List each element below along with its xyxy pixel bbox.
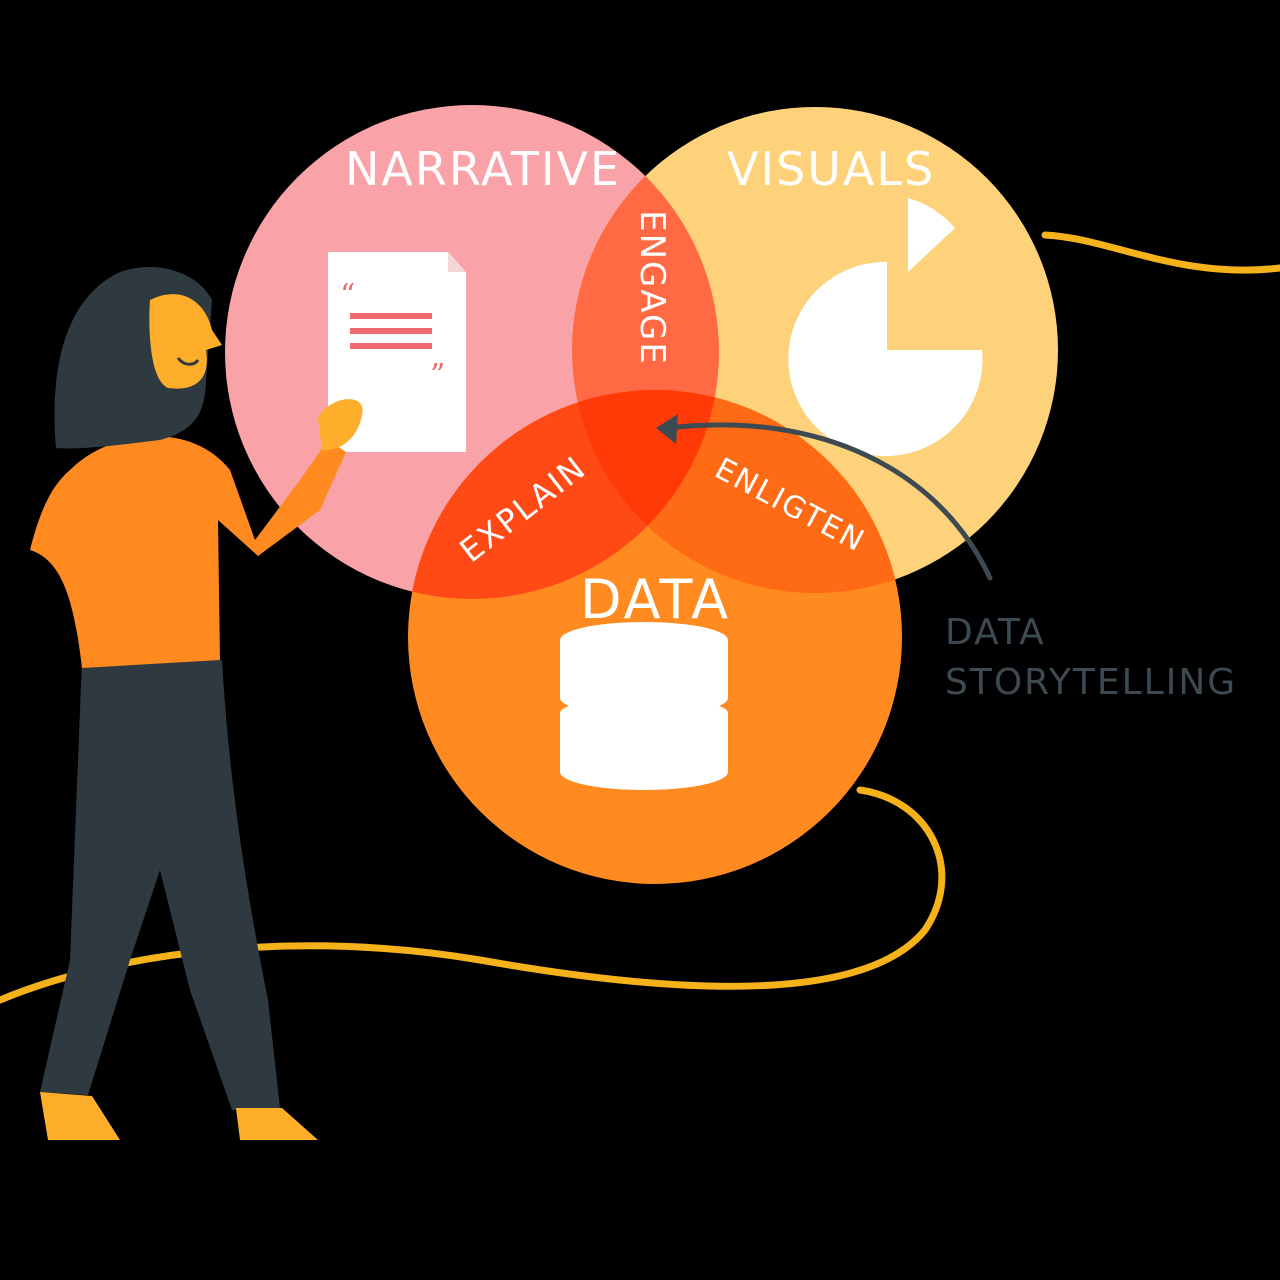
callout-line-2: STORYTELLING xyxy=(945,662,1238,703)
svg-text:“: “ xyxy=(340,278,355,313)
person-pants xyxy=(40,660,280,1110)
data-storytelling-callout: DATA STORYTELLING xyxy=(945,608,1237,708)
narrative-label: NARRATIVE xyxy=(345,142,622,196)
person-face xyxy=(149,294,222,389)
person-illustration xyxy=(30,266,363,1140)
person-hand xyxy=(318,399,363,451)
person-shoe-right xyxy=(236,1108,318,1140)
visuals-label: VISUALS xyxy=(727,142,936,196)
arrow-icon xyxy=(656,414,993,581)
data-label: DATA xyxy=(580,568,732,631)
person-shoe-left xyxy=(40,1092,120,1140)
enlighten-overlap xyxy=(572,390,902,593)
engage-label: ENGAGE xyxy=(632,210,672,366)
explain-overlap xyxy=(408,390,719,599)
person-shirt xyxy=(30,436,346,668)
rope-line-right xyxy=(1041,231,1280,274)
database-icon xyxy=(560,622,728,790)
svg-text:”: ” xyxy=(430,358,445,393)
document-icon: “ ” xyxy=(328,252,466,452)
pie-chart-icon xyxy=(788,198,983,456)
callout-line-1: DATA xyxy=(945,612,1046,653)
